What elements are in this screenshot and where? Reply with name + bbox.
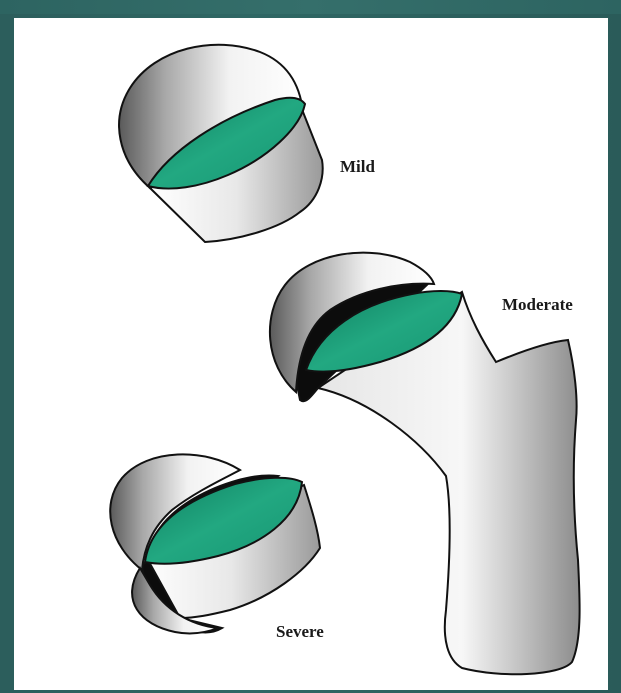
severe-femoral-head <box>110 454 320 633</box>
label-mild: Mild <box>340 157 375 176</box>
mild-femoral-head <box>119 45 323 242</box>
label-severe: Severe <box>276 622 324 641</box>
moderate-femur <box>270 253 580 675</box>
label-moderate: Moderate <box>502 295 573 314</box>
